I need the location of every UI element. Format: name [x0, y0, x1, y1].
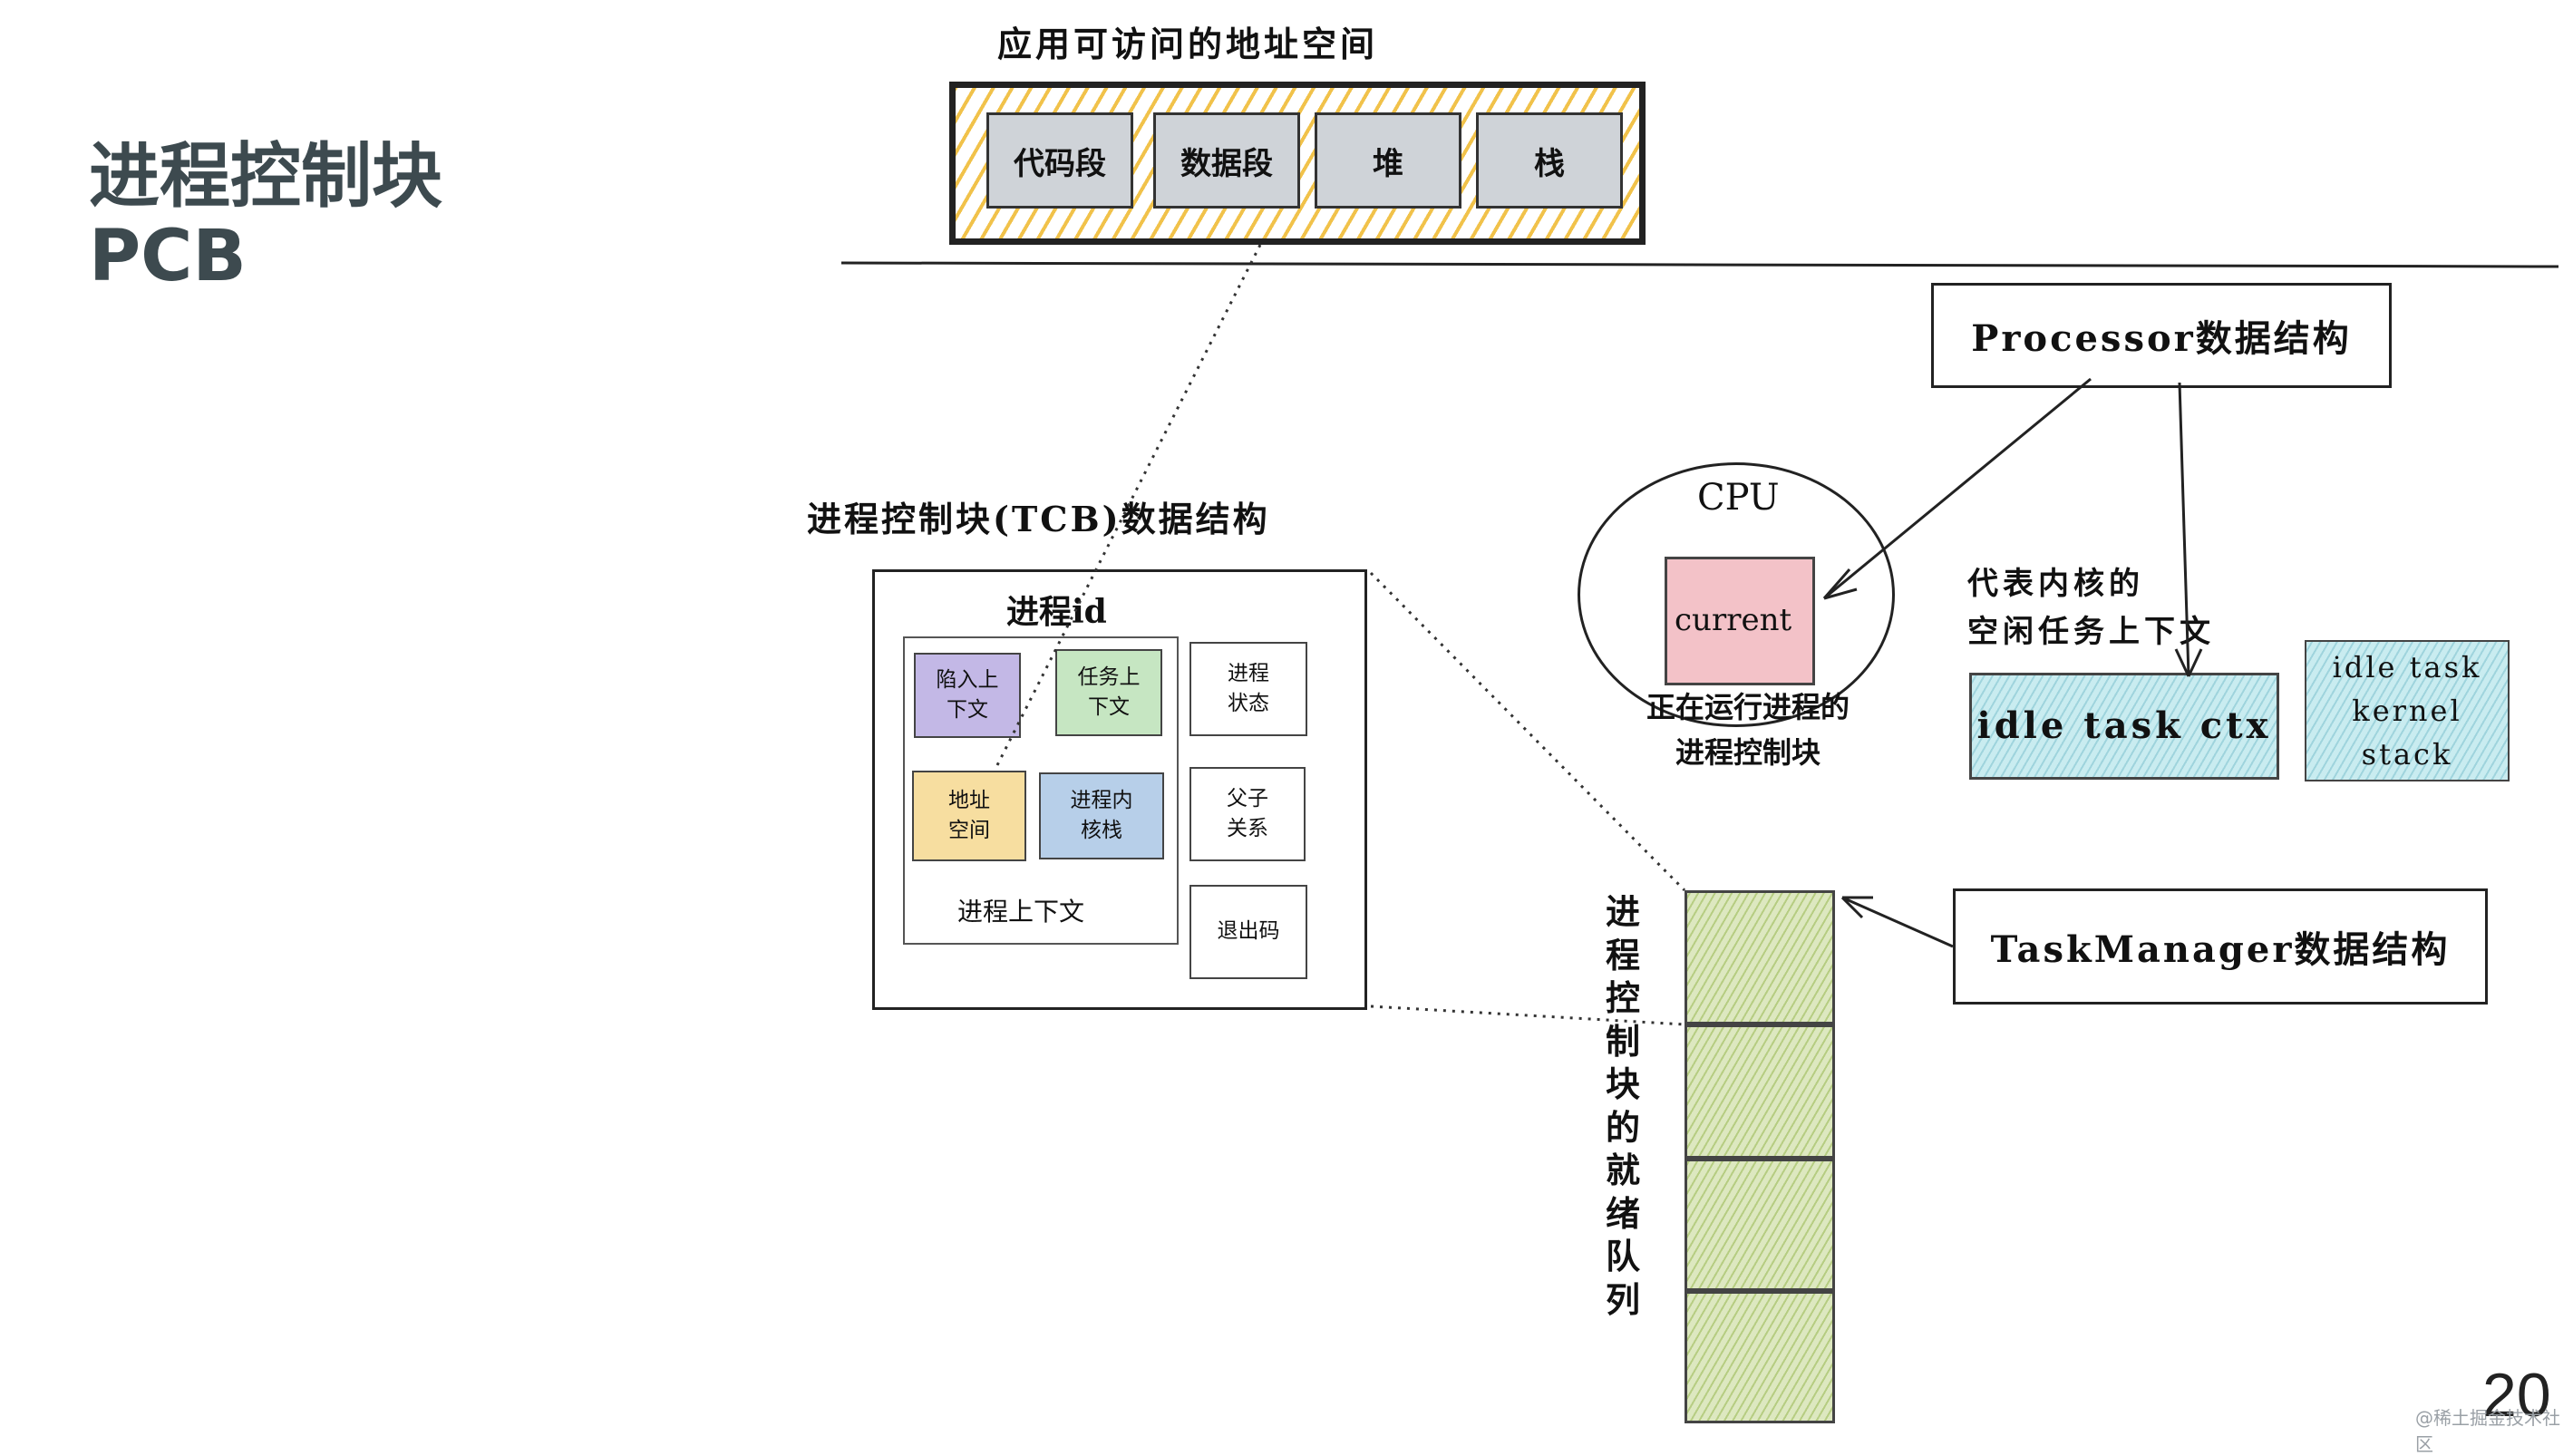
ready-queue-caption: 进程控制块的就绪队列 [1605, 891, 1640, 1320]
parent-child-relation: 父子 关系 [1189, 767, 1306, 861]
cpu-caption: 正在运行进程的 进程控制块 [1646, 690, 1850, 770]
ready-queue-item [1685, 1159, 1835, 1291]
processor-idle-arrow [2178, 382, 2190, 677]
cpu-circle [1578, 462, 1895, 727]
slide-subtitle: PCB [89, 216, 247, 297]
kernel-user-divider [840, 261, 2559, 268]
processor-current-arrow [1823, 377, 2092, 600]
address-space-field: 地址 空间 [912, 771, 1026, 861]
idle-caption: 代表内核的 空闲任务上下文 [1967, 566, 2215, 650]
ready-queue-item [1685, 1291, 1835, 1423]
idle-task-kernel-stack: idle task kernel stack [2305, 640, 2510, 781]
process-context-label: 进程上下文 [957, 897, 1085, 927]
idle-task-ctx: idle task ctx [1969, 673, 2279, 780]
address-space-link [995, 244, 1262, 766]
task-context: 任务上 下文 [1055, 649, 1162, 736]
process-status: 进程 状态 [1189, 642, 1307, 736]
processor-idle-arrowhead [2174, 648, 2203, 677]
tcb-queue-link-top [1369, 571, 1686, 892]
task-manager-box: TaskManager数据结构 [1953, 888, 2488, 1005]
processor-current-arrowhead [1822, 568, 1858, 600]
ready-queue-item [1685, 890, 1835, 1024]
cpu-label: CPU [1697, 477, 1780, 519]
trap-context: 陷入上 下文 [914, 653, 1021, 738]
exit-code: 退出码 [1189, 885, 1307, 979]
address-space-caption: 应用可访问的地址空间 [997, 24, 1379, 64]
stack-segment: 栈 [1476, 112, 1623, 209]
tcb-caption: 进程控制块(TCB)数据结构 [807, 499, 1270, 539]
heap-segment: 堆 [1315, 112, 1461, 209]
slide-title: 进程控制块 [89, 136, 443, 218]
ready-queue-item [1685, 1024, 1835, 1159]
page-number: 20 [2482, 1361, 2551, 1430]
watermark: @稀土掘金技术社区 [2415, 1407, 2560, 1455]
tcb-queue-link-bottom [1370, 1005, 1685, 1026]
taskmanager-queue-arrowhead [1840, 896, 1873, 919]
data-segment: 数据段 [1153, 112, 1300, 209]
kernel-stack-field: 进程内 核栈 [1039, 772, 1164, 859]
pid-label: 进程id [1006, 593, 1107, 631]
processor-box: Processor数据结构 [1931, 283, 2392, 388]
current-pointer: current [1665, 557, 1815, 685]
code-segment: 代码段 [986, 112, 1133, 209]
taskmanager-queue-arrow [1841, 896, 1954, 948]
